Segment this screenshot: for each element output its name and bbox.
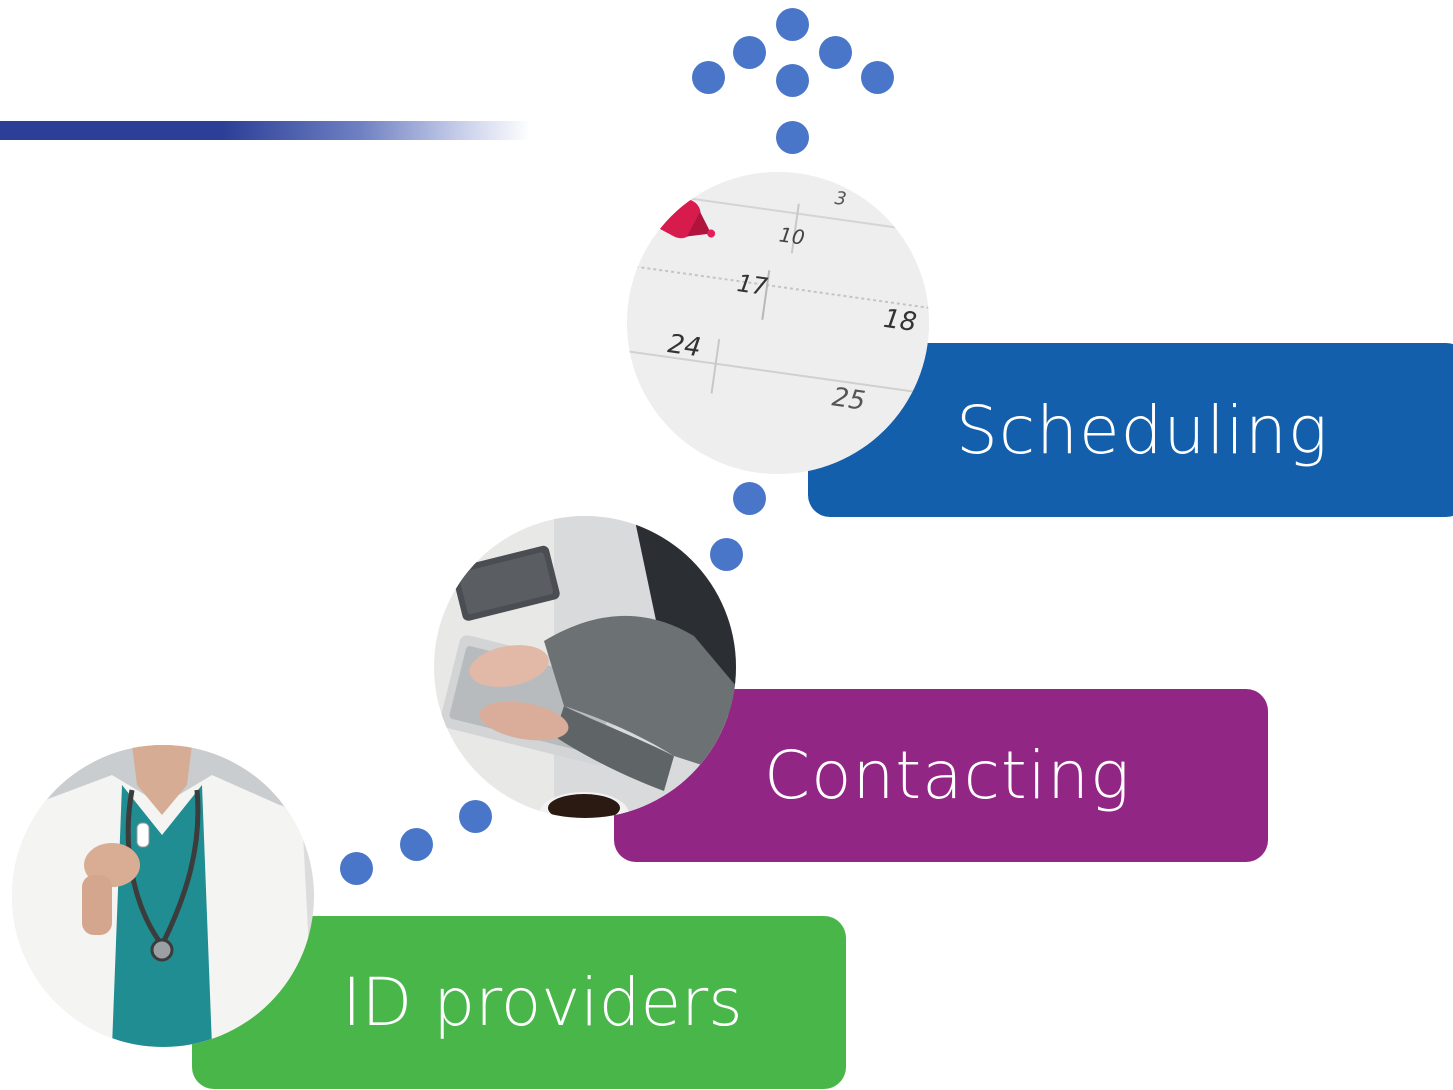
doctor-photo <box>12 745 314 1047</box>
calendar-date: 25 <box>830 382 867 416</box>
arrow-dot <box>776 8 809 41</box>
calendar-photo: 3 10 17 18 24 25 <box>627 172 929 474</box>
arrow-dot <box>692 61 725 94</box>
calendar-date: 10 <box>778 222 807 249</box>
calendar-date: 17 <box>735 269 770 301</box>
calendar-date: 18 <box>882 304 919 338</box>
calendar-date: 24 <box>666 329 703 363</box>
arrow-dot <box>776 64 809 97</box>
connector-dot <box>710 538 743 571</box>
typing-photo <box>434 516 736 818</box>
arrow-dot <box>819 36 852 69</box>
arrow-dot <box>861 61 894 94</box>
step-label-text: Contacting <box>764 737 1131 814</box>
step-label-text: Scheduling <box>956 391 1329 469</box>
connector-dot <box>400 828 433 861</box>
connector-dot <box>340 852 373 885</box>
arrow-dot <box>733 36 766 69</box>
header-gradient-bar <box>0 121 530 140</box>
arrow-dot <box>776 121 809 154</box>
step-label-text: ID providers <box>342 964 743 1041</box>
step-scheduling-label: Scheduling <box>808 343 1453 517</box>
calendar-date: 3 <box>833 188 847 210</box>
connector-dot <box>459 800 492 833</box>
connector-dot <box>733 482 766 515</box>
